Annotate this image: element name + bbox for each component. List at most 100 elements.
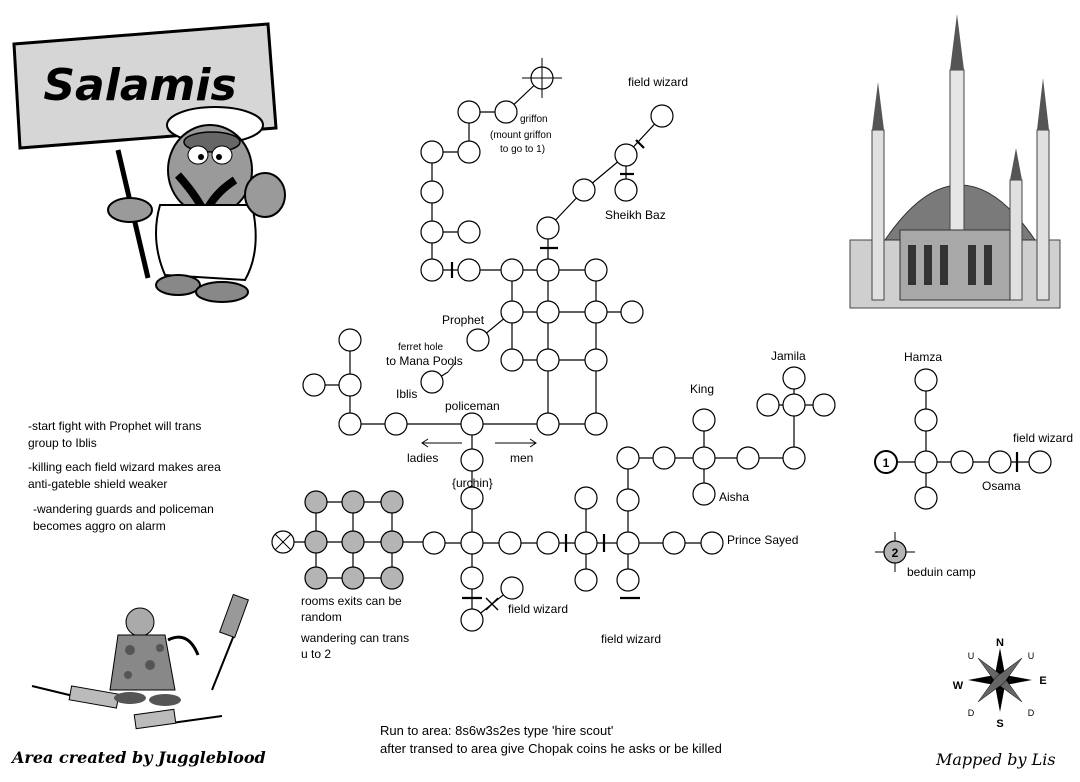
compass-n: N xyxy=(996,637,1004,649)
label-sheikh-baz: Sheikh Baz xyxy=(605,208,666,222)
room-circle xyxy=(584,412,608,436)
map-arrows xyxy=(421,438,537,448)
label-prophet: Prophet xyxy=(442,313,485,327)
room-circle xyxy=(338,328,362,352)
sign-title: Salamis xyxy=(43,60,236,111)
room-circle xyxy=(536,412,560,436)
label-field-wizard-bottom-left: field wizard xyxy=(508,602,569,616)
room-circle xyxy=(616,531,640,555)
note-wandering-guards: -wandering guards and policeman becomes … xyxy=(33,502,214,533)
room-circle xyxy=(460,531,484,555)
mosque-illustration xyxy=(849,14,1061,309)
room-circle xyxy=(498,531,522,555)
label-rooms-exits-1: rooms exits can be xyxy=(301,594,402,608)
shaded-room-circle xyxy=(341,530,365,554)
room-circle xyxy=(536,348,560,372)
label-to-mana-pools: to Mana Pools xyxy=(386,354,463,368)
room-circle xyxy=(574,486,598,510)
label-aisha: Aisha xyxy=(719,490,750,504)
label-ferret-hole: ferret hole xyxy=(398,342,444,353)
compass-e: E xyxy=(1039,675,1046,687)
run-instructions-line-1: Run to area: 8s6w3s2es type 'hire scout' xyxy=(380,723,614,738)
room-circle xyxy=(662,531,686,555)
room-circle xyxy=(420,140,444,164)
marker-1-circle xyxy=(874,450,898,474)
room-circle xyxy=(460,486,484,510)
shaded-room-circle xyxy=(380,566,404,590)
room-circle xyxy=(584,258,608,282)
marker-1-text: 1 xyxy=(883,456,890,470)
marker-2-circle xyxy=(883,540,907,564)
room-circle xyxy=(914,450,938,474)
label-jamila: Jamila xyxy=(771,349,806,363)
room-circle xyxy=(302,373,326,397)
shaded-room-circle xyxy=(304,490,328,514)
room-circle xyxy=(420,180,444,204)
shaded-room-circle xyxy=(341,566,365,590)
sign-character-illustration: Salamis xyxy=(12,22,286,303)
room-circle xyxy=(988,450,1012,474)
room-circle xyxy=(812,393,836,417)
room-circle xyxy=(500,300,524,324)
room-circle xyxy=(572,178,596,202)
room-circle xyxy=(692,446,716,470)
note-field-wizard-shield: -killing each field wizard makes area an… xyxy=(28,460,221,491)
arrow-line xyxy=(447,361,457,373)
label-field-wizard-bottom-mid: field wizard xyxy=(601,632,662,646)
room-circle xyxy=(620,300,644,324)
room-circle xyxy=(422,531,446,555)
map-special-markers: 12 xyxy=(271,58,915,611)
label-field-wizard-top: field wizard xyxy=(628,75,689,89)
credit-mapper: Mapped by Lis xyxy=(936,750,1056,769)
map-rooms xyxy=(302,66,1052,632)
room-circle xyxy=(460,566,484,590)
room-circle xyxy=(574,531,598,555)
room-circle xyxy=(616,488,640,512)
men-arrowhead xyxy=(529,438,537,448)
room-circle xyxy=(756,393,780,417)
room-circle xyxy=(460,608,484,632)
room-circle xyxy=(584,348,608,372)
room-circle xyxy=(536,300,560,324)
room-circle xyxy=(650,104,674,128)
room-circle xyxy=(914,368,938,392)
room-circle xyxy=(536,258,560,282)
label-griffon-note-2: to go to 1) xyxy=(500,144,546,155)
room-circle xyxy=(536,216,560,240)
room-circle xyxy=(782,393,806,417)
label-hamza: Hamza xyxy=(904,350,943,364)
label-beduin-camp: beduin camp xyxy=(907,565,976,579)
room-circle xyxy=(950,450,974,474)
shaded-room-circle xyxy=(380,530,404,554)
ladies-arrowhead xyxy=(421,438,429,448)
door-mark xyxy=(635,139,645,149)
compass-rose: N S E W U U D D xyxy=(953,637,1047,730)
room-circle xyxy=(420,370,444,394)
room-circle xyxy=(460,448,484,472)
note-prophet-fight: -start fight with Prophet will trans gro… xyxy=(28,419,202,450)
room-circle xyxy=(384,412,408,436)
room-circle xyxy=(420,258,444,282)
compass-s: S xyxy=(996,718,1003,730)
room-circle xyxy=(457,140,481,164)
room-circle xyxy=(457,100,481,124)
soldier-fireworks-illustration xyxy=(31,593,249,730)
label-field-wizard-right: field wizard xyxy=(1013,431,1074,445)
room-circle xyxy=(420,220,444,244)
shaded-room-circle xyxy=(304,566,328,590)
label-ladies: ladies xyxy=(407,451,439,465)
label-prince-sayed: Prince Sayed xyxy=(727,533,799,547)
room-circle xyxy=(700,531,724,555)
compass-up-right: U xyxy=(1028,651,1035,661)
room-circle xyxy=(500,258,524,282)
room-circle xyxy=(457,220,481,244)
compass-down-left: D xyxy=(968,708,975,718)
label-griffon-note-1: (mount griffon xyxy=(490,130,552,141)
shaded-room-circle xyxy=(380,490,404,514)
room-circle xyxy=(457,258,481,282)
compass-w: W xyxy=(953,680,964,692)
label-king: King xyxy=(690,382,715,396)
shaded-room-circle xyxy=(341,490,365,514)
room-circle xyxy=(338,412,362,436)
